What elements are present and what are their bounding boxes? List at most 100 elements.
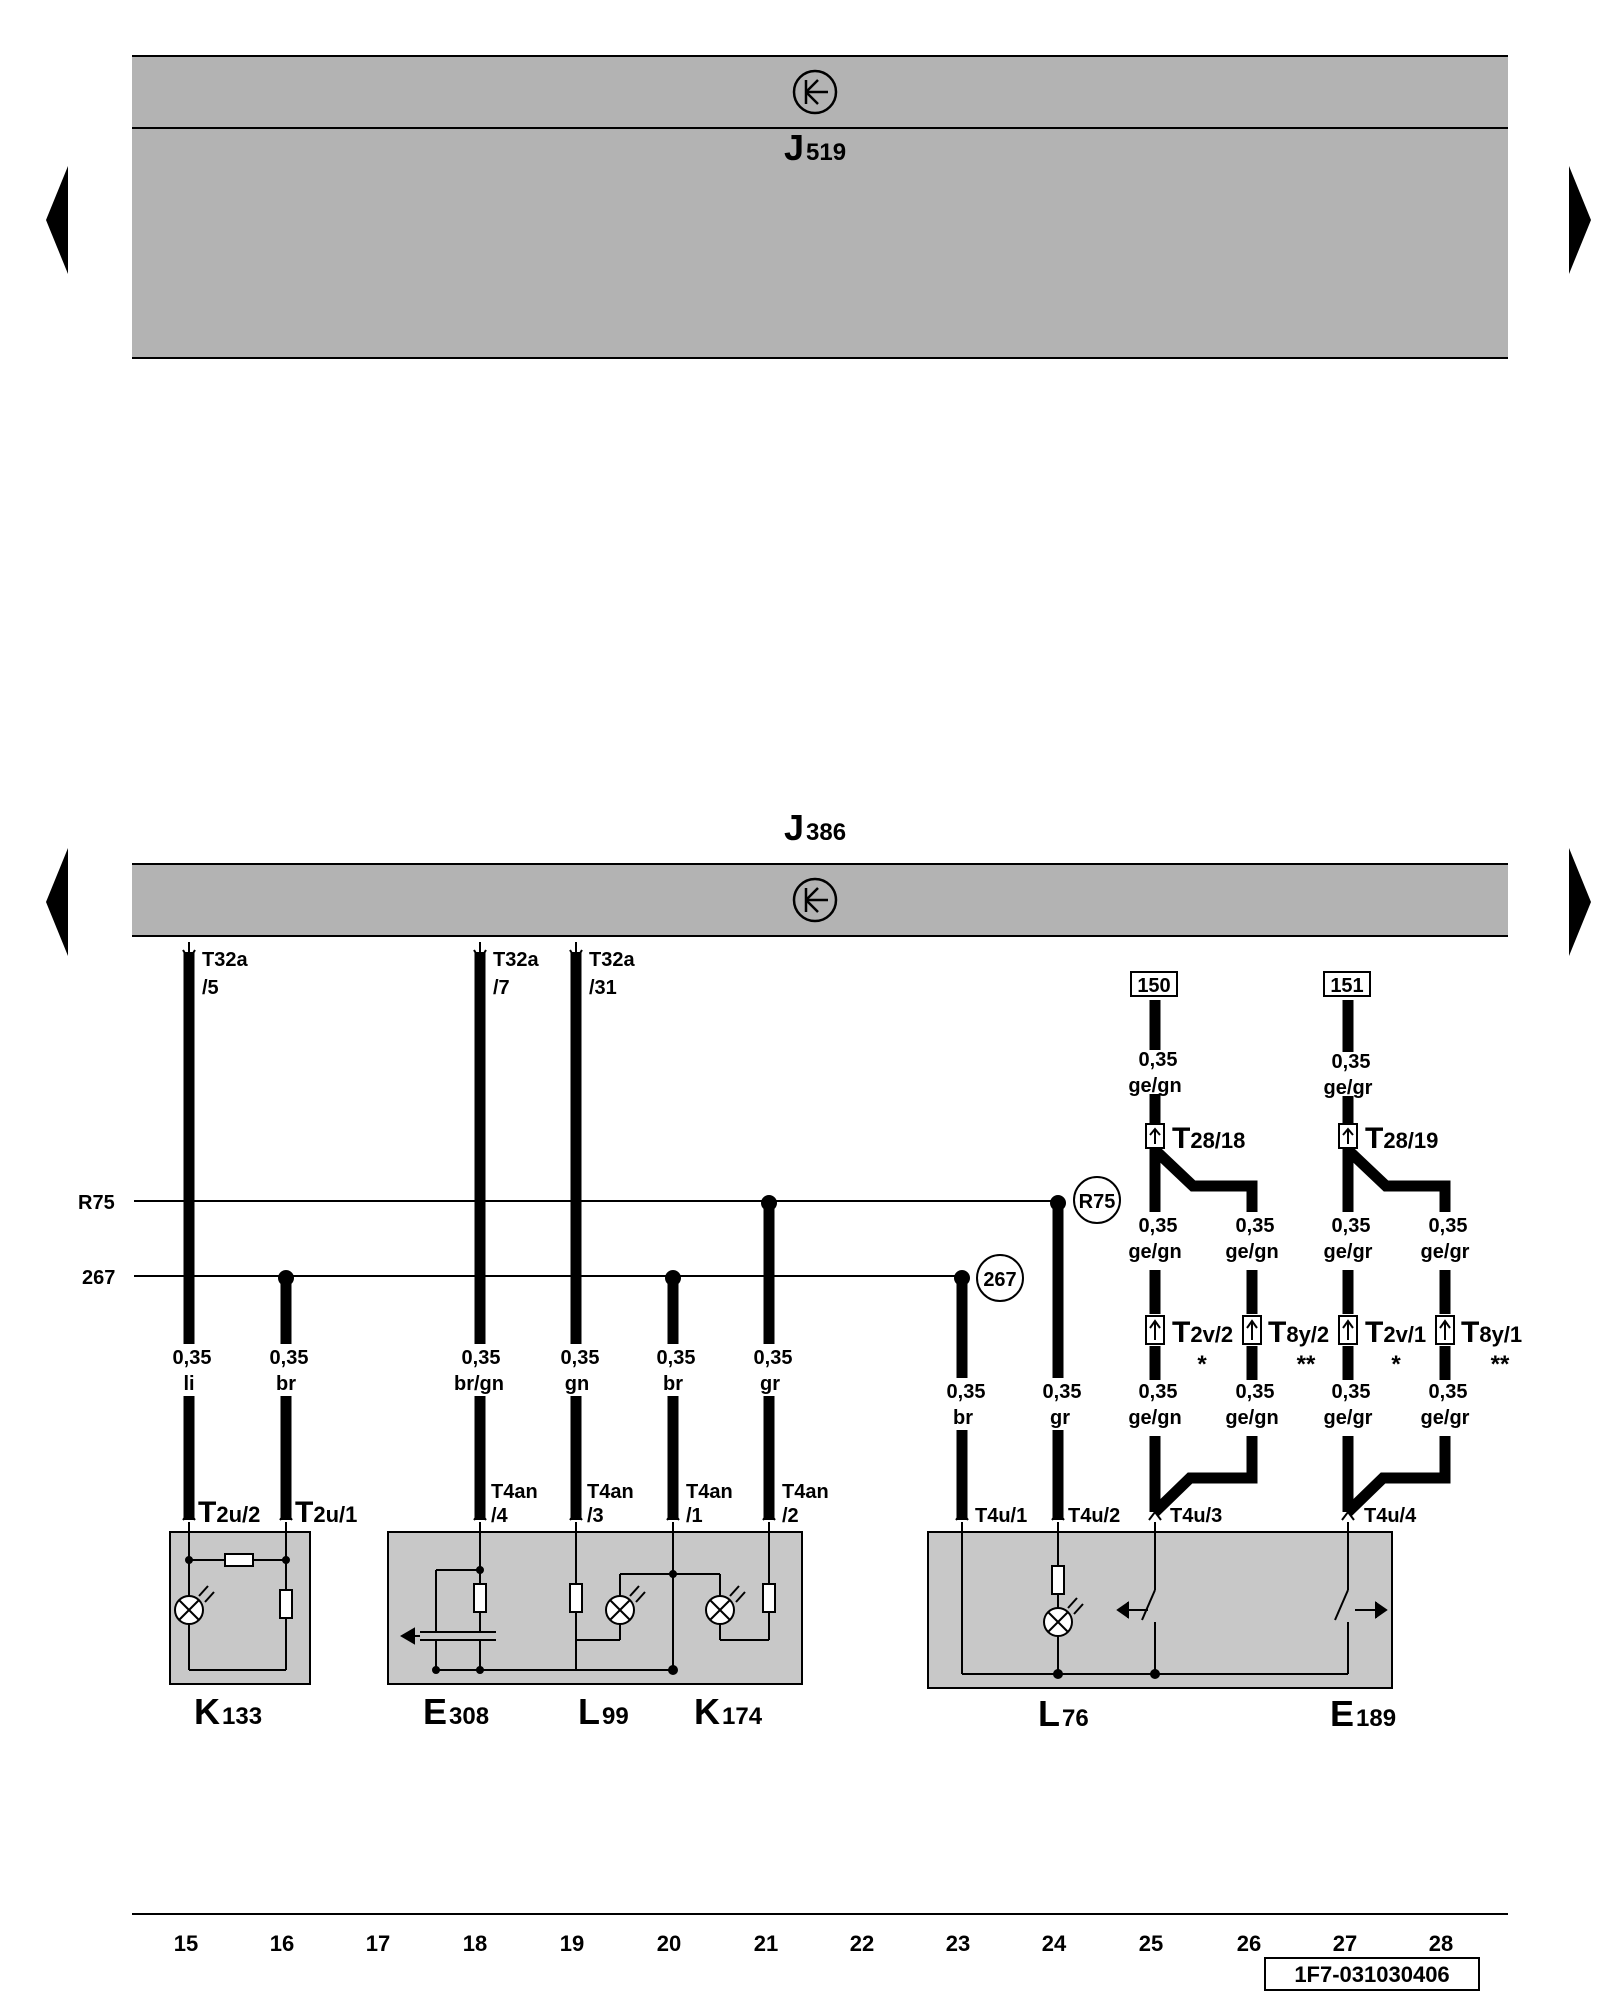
connector-t32a-31-b: /31: [589, 977, 617, 999]
connector-t32a-5-a: T32a: [202, 949, 248, 971]
wire-21-color: gr: [760, 1373, 780, 1395]
next-page-arrow-top[interactable]: [1569, 166, 1591, 274]
module-j519-label: J519: [784, 127, 846, 168]
connector-t4an-1-a: T4an: [686, 1481, 733, 1503]
connector-t32a-31-a: T32a: [589, 949, 635, 971]
pushbutton-switch-icon: [1116, 1589, 1156, 1674]
wire-24-size: 0,35: [1043, 1381, 1082, 1403]
wire-15-size: 0,35: [173, 1347, 212, 1369]
wire-26b-size: 0,35: [1236, 1215, 1275, 1237]
connector-t4an-4-a: T4an: [491, 1481, 538, 1503]
column-numbers: 15 16 17 18 19 20 21 22 23 24 25 26 27 2…: [174, 1931, 1453, 1956]
junction-dot: [761, 1195, 777, 1211]
wire-28b-size: 0,35: [1429, 1215, 1468, 1237]
component-e308-l99-k174: [387, 1522, 803, 1685]
bus-r75-ref-label: R75: [1079, 1191, 1116, 1213]
connector-t32a-7-b: /7: [493, 977, 510, 999]
column-number: 19: [560, 1931, 584, 1956]
wire-27c-size: 0,35: [1332, 1381, 1371, 1403]
j386-pin-arrows: [182, 942, 583, 962]
wire-18-size: 0,35: [462, 1347, 501, 1369]
column-number: 23: [946, 1931, 970, 1956]
connector-t32a-7-a: T32a: [493, 949, 539, 971]
column-number: 26: [1237, 1931, 1261, 1956]
control-module-j386: J386: [132, 807, 1508, 937]
module-j519-letter: J: [784, 127, 804, 168]
prev-page-arrow-bottom[interactable]: [46, 848, 68, 956]
module-j386-number: 386: [806, 819, 846, 846]
wire-27a-color: ge/gr: [1324, 1077, 1373, 1099]
bulb-icon: [174, 1585, 215, 1625]
connector-t8y-2-label: T8y/2: [1268, 1316, 1329, 1349]
ref-box-150[interactable]: 150: [1130, 971, 1178, 997]
pushbutton-switch-icon: [1334, 1589, 1388, 1674]
bus-267-ref-label: 267: [983, 1269, 1016, 1291]
bus-r75-label: R75: [78, 1192, 115, 1214]
wire-21-size: 0,35: [754, 1347, 793, 1369]
column-number: 20: [657, 1931, 681, 1956]
column-number: 21: [754, 1931, 778, 1956]
bus-r75: R75 R75: [78, 1176, 1121, 1224]
column-number: 24: [1042, 1931, 1067, 1956]
inline-connector-arrows: [1149, 1127, 1451, 1340]
variant-mark-double: **: [1491, 1351, 1510, 1378]
bus-267-ref-circle: [976, 1254, 1024, 1302]
variant-mark-double: **: [1297, 1351, 1316, 1378]
next-page-arrow-bottom[interactable]: [1569, 848, 1591, 956]
wire-26b-color: ge/gn: [1225, 1241, 1278, 1263]
wire-26c-color: ge/gn: [1225, 1407, 1278, 1429]
connector-t4an-2-a: T4an: [782, 1481, 829, 1503]
wire-labels: 0,35 li 0,35 br 0,35 br/gn 0,35 gn 0,35 …: [173, 1049, 1470, 1429]
electronic-module-icon: [792, 877, 838, 923]
wire-28c-color: ge/gr: [1421, 1407, 1470, 1429]
column-number: 28: [1429, 1931, 1453, 1956]
component-l99-label: L99: [578, 1691, 629, 1732]
bulb-icon: [705, 1585, 746, 1625]
bus-267-label: 267: [82, 1267, 115, 1289]
wire-19-size: 0,35: [561, 1347, 600, 1369]
wire-20-color: br: [663, 1373, 683, 1395]
connector-t4an-3-a: T4an: [587, 1481, 634, 1503]
component-k133: [169, 1522, 311, 1685]
component-e308-label: E308: [423, 1691, 489, 1732]
connector-t32a-5-b: /5: [202, 977, 219, 999]
wire-24-color: gr: [1050, 1407, 1070, 1429]
component-l76-label: L76: [1038, 1693, 1089, 1734]
electronic-module-icon: [792, 69, 838, 115]
connector-t28-19-label: T28/19: [1365, 1122, 1438, 1155]
wire-23-color: br: [953, 1407, 973, 1429]
ref-box-151[interactable]: 151: [1323, 971, 1371, 997]
wire-28c-size: 0,35: [1429, 1381, 1468, 1403]
variant-mark-single: *: [1197, 1351, 1207, 1378]
component-pin-arrows: [182, 1510, 1355, 1521]
connector-t4an-1-b: /1: [686, 1505, 703, 1527]
wire-28-bottom: [1344, 1436, 1451, 1516]
wire-25b-size: 0,35: [1139, 1215, 1178, 1237]
connector-t4u-3-label: T4u/3: [1170, 1505, 1222, 1527]
column-number: 22: [850, 1931, 874, 1956]
wire-28b-color: ge/gr: [1421, 1241, 1470, 1263]
connector-t4u-2-label: T4u/2: [1068, 1505, 1120, 1527]
wire-25c-size: 0,35: [1139, 1381, 1178, 1403]
connector-t2u-1-label: T2u/1: [295, 1496, 357, 1529]
ref-box-150-label: 150: [1137, 975, 1170, 997]
wire-15-color: li: [183, 1373, 194, 1395]
wire-25-26-branch: [1151, 1146, 1258, 1212]
inline-connector-symbols: [1145, 1123, 1455, 1345]
wire-18-color: br/gn: [454, 1373, 504, 1395]
wire-23-size: 0,35: [947, 1381, 986, 1403]
wire-16-color: br: [276, 1373, 296, 1395]
junction-dot: [954, 1270, 970, 1286]
wire-27c-color: ge/gr: [1324, 1407, 1373, 1429]
component-l76-e189: [927, 1522, 1393, 1689]
wire-27a-size: 0,35: [1332, 1051, 1371, 1073]
connector-t4u-4-label: T4u/4: [1364, 1505, 1417, 1527]
component-k133-label: K133: [194, 1691, 262, 1732]
junction-dot: [278, 1270, 294, 1286]
wire-16-size: 0,35: [270, 1347, 309, 1369]
component-k174-label: K174: [694, 1691, 763, 1732]
wire-27b-color: ge/gr: [1324, 1241, 1373, 1263]
control-module-j519: J519: [132, 55, 1508, 359]
prev-page-arrow-top[interactable]: [46, 166, 68, 274]
